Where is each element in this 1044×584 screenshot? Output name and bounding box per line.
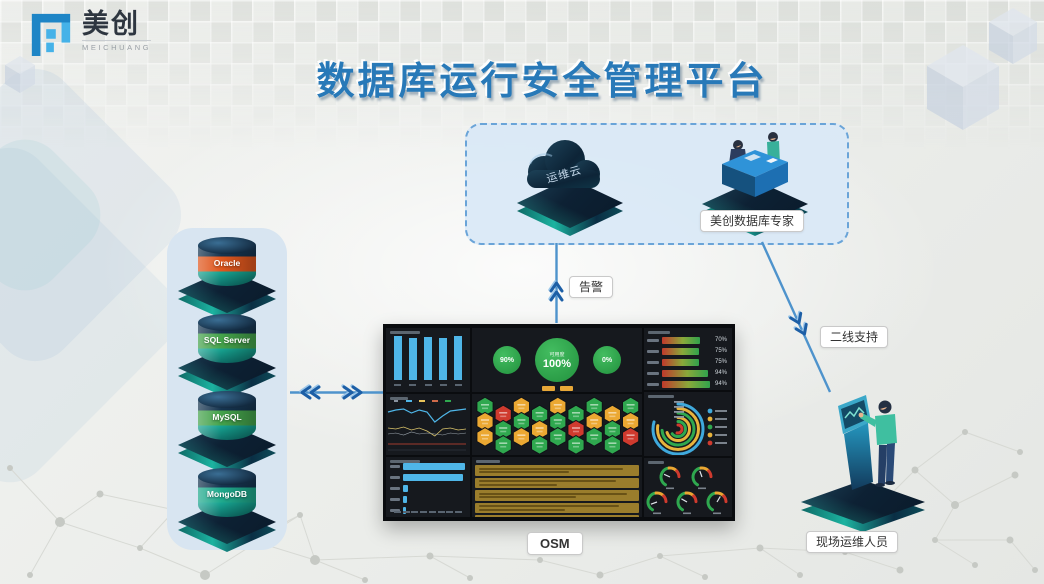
database-list: Oracle SQL Server MySQL MongoDB — [167, 236, 287, 552]
page-title: 数据库运行安全管理平台 — [316, 61, 768, 103]
brand-logo: 美创 MEICHUANG — [28, 9, 152, 56]
alert-row-warn — [475, 465, 639, 476]
hex-status-grid — [476, 396, 640, 455]
db-cylinder-icon: MySQL — [198, 391, 256, 441]
gradient-bar-row: 75% — [647, 358, 730, 366]
field-engineer-illustration — [838, 395, 897, 490]
db-label: Oracle — [213, 258, 241, 268]
db-cylinder-icon: Oracle — [198, 237, 256, 287]
dba-expert-illustration — [722, 132, 788, 197]
database-item: MongoDB — [167, 467, 287, 552]
hbar-row — [390, 485, 467, 492]
logo-subtext: MEICHUANG — [82, 40, 152, 52]
hbar-row — [390, 463, 467, 470]
alert-row-warn — [475, 477, 639, 488]
db-label: MySQL — [212, 412, 242, 422]
hbar-row — [390, 474, 467, 481]
meichuang-logo-icon — [31, 13, 71, 56]
database-group: Oracle SQL Server MySQL MongoDB — [167, 228, 287, 552]
second-line-label: 二线支持 — [820, 326, 889, 348]
kpi-badges — [472, 386, 642, 391]
alert-row-warn — [475, 515, 639, 517]
dashboard-gauges — [644, 458, 732, 517]
db-cylinder-icon: SQL Server — [198, 314, 256, 364]
database-item: MySQL — [167, 390, 287, 475]
gradient-bar-row: 70% — [647, 336, 730, 344]
kiosk-platform — [801, 480, 925, 532]
gauge-set — [646, 466, 728, 515]
radial-chart — [651, 401, 727, 455]
dashboard-line-chart — [386, 394, 470, 455]
dashboard-radial-chart — [644, 392, 732, 456]
osm-label: OSM — [527, 532, 583, 555]
db-cylinder-icon: MongoDB — [198, 468, 256, 518]
db-label: MongoDB — [206, 489, 248, 499]
expert-label: 美创数据库专家 — [700, 210, 805, 232]
field-staff-label: 现场运维人员 — [806, 531, 899, 553]
db-label: SQL Server — [203, 335, 251, 345]
dashboard-alert-list — [472, 457, 642, 517]
alarm-label: 告警 — [569, 276, 614, 298]
hbar-row — [390, 496, 467, 503]
logo-text: 美创 — [82, 9, 140, 39]
ops-cloud-icon: 运维云 — [527, 140, 600, 188]
database-item: Oracle — [167, 236, 287, 321]
kpi-right: 0% — [593, 346, 621, 374]
bar-series — [394, 334, 462, 380]
dashboard-gradient-bars: 70% 75% 75% 94% 94% — [644, 328, 732, 390]
alert-row-warn — [475, 490, 639, 501]
dashboard-hex-grid — [472, 394, 642, 455]
gradient-bar-row: 94% — [647, 380, 730, 388]
gradient-bar-row: 75% — [647, 347, 730, 355]
alert-row-warn — [475, 502, 639, 513]
line-chart — [387, 400, 467, 451]
dashboard-bar-chart — [386, 328, 470, 392]
kpi-left: 90% — [493, 346, 521, 374]
database-item: SQL Server — [167, 313, 287, 398]
dashboard-hbar-chart — [386, 457, 470, 517]
gradient-bar-row: 94% — [647, 369, 730, 377]
